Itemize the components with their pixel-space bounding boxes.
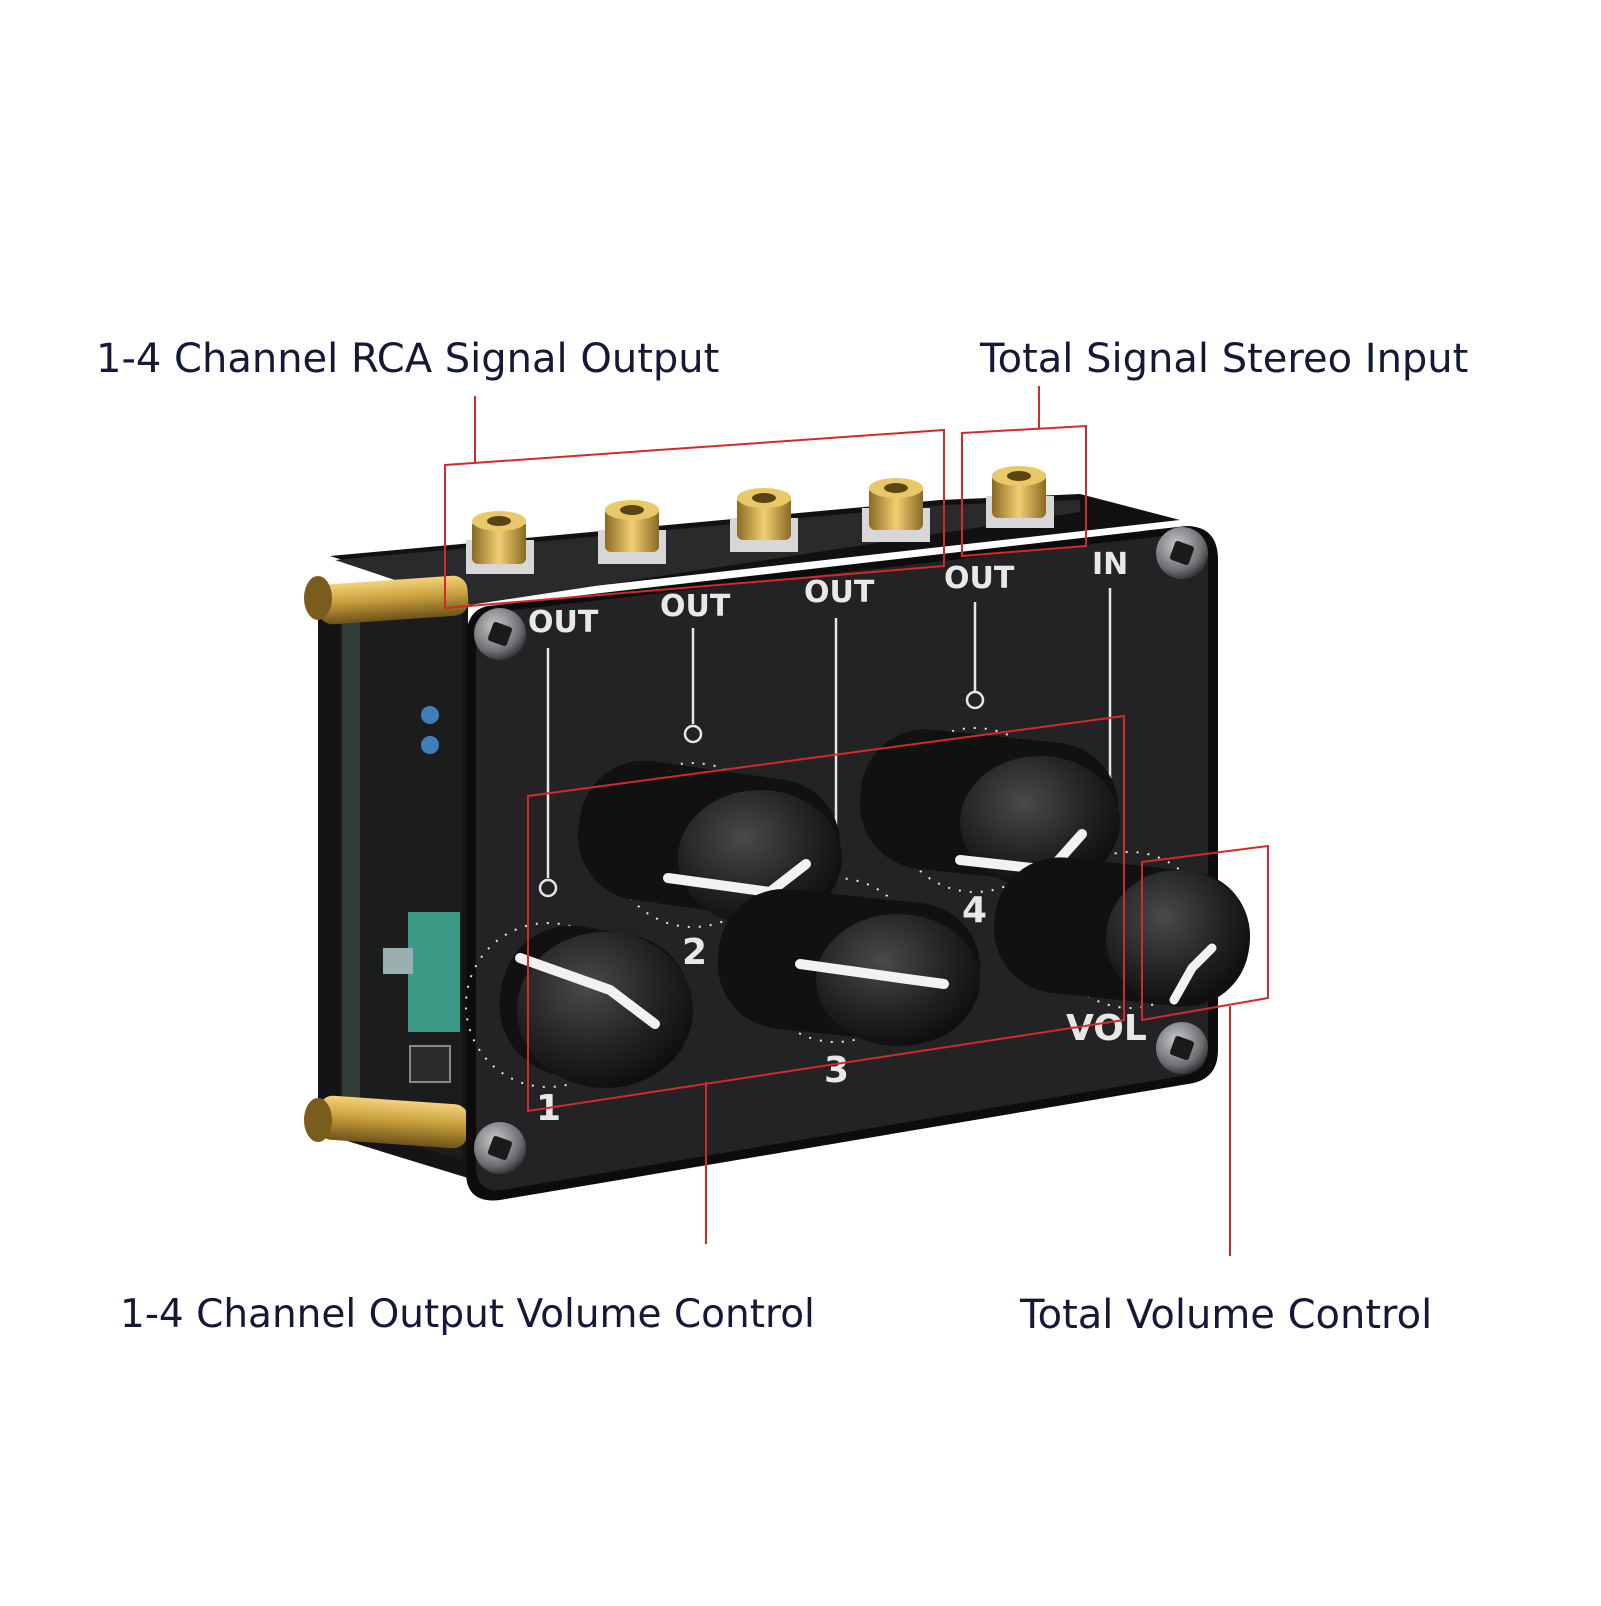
screw-icon bbox=[474, 1122, 526, 1174]
label-out-2: OUT bbox=[660, 589, 731, 624]
knob-channel-3[interactable] bbox=[711, 883, 986, 1050]
callout-rca-output: 1-4 Channel RCA Signal Output bbox=[96, 336, 720, 382]
rca-jack-1 bbox=[466, 511, 534, 574]
rca-output-box bbox=[444, 428, 945, 610]
knob-indicator bbox=[515, 953, 660, 1029]
label-vol: VOL bbox=[1066, 1008, 1147, 1049]
knob-indicator bbox=[1169, 943, 1217, 1005]
rca-jack-4 bbox=[862, 478, 930, 542]
capacitor bbox=[421, 736, 439, 754]
knob-channel-1[interactable] bbox=[488, 915, 701, 1096]
label-out-3: OUT bbox=[804, 575, 875, 610]
knob-indicator bbox=[795, 959, 949, 989]
label-ch-4: 4 bbox=[962, 890, 987, 931]
rca-jack-in bbox=[986, 466, 1054, 528]
annotation-leaders bbox=[444, 386, 1269, 1256]
green-component bbox=[408, 912, 460, 1032]
label-in: IN bbox=[1092, 547, 1128, 582]
knob-channel-4[interactable] bbox=[853, 723, 1124, 889]
callout-stereo-input: Total Signal Stereo Input bbox=[980, 336, 1469, 382]
rca-jack-3 bbox=[730, 488, 798, 552]
rca-jack-2 bbox=[598, 500, 666, 564]
brass-standoffs bbox=[304, 575, 469, 1149]
capacitor bbox=[421, 706, 439, 724]
label-out-4: OUT bbox=[944, 561, 1015, 596]
callout-total-volume: Total Volume Control bbox=[1020, 1292, 1433, 1338]
label-ch-3: 3 bbox=[824, 1050, 849, 1091]
device-side-panel bbox=[318, 580, 468, 1178]
screw-icon bbox=[1156, 1022, 1208, 1074]
callout-channel-volume: 1-4 Channel Output Volume Control bbox=[120, 1292, 815, 1337]
label-ch-2: 2 bbox=[682, 932, 707, 973]
label-out-1: OUT bbox=[528, 605, 599, 640]
total-volume-box bbox=[1141, 844, 1269, 1022]
screw-icon bbox=[474, 608, 526, 660]
channel-volume-box bbox=[527, 714, 1125, 1113]
stereo-input-box bbox=[961, 424, 1087, 558]
screw-icon bbox=[1156, 527, 1208, 579]
